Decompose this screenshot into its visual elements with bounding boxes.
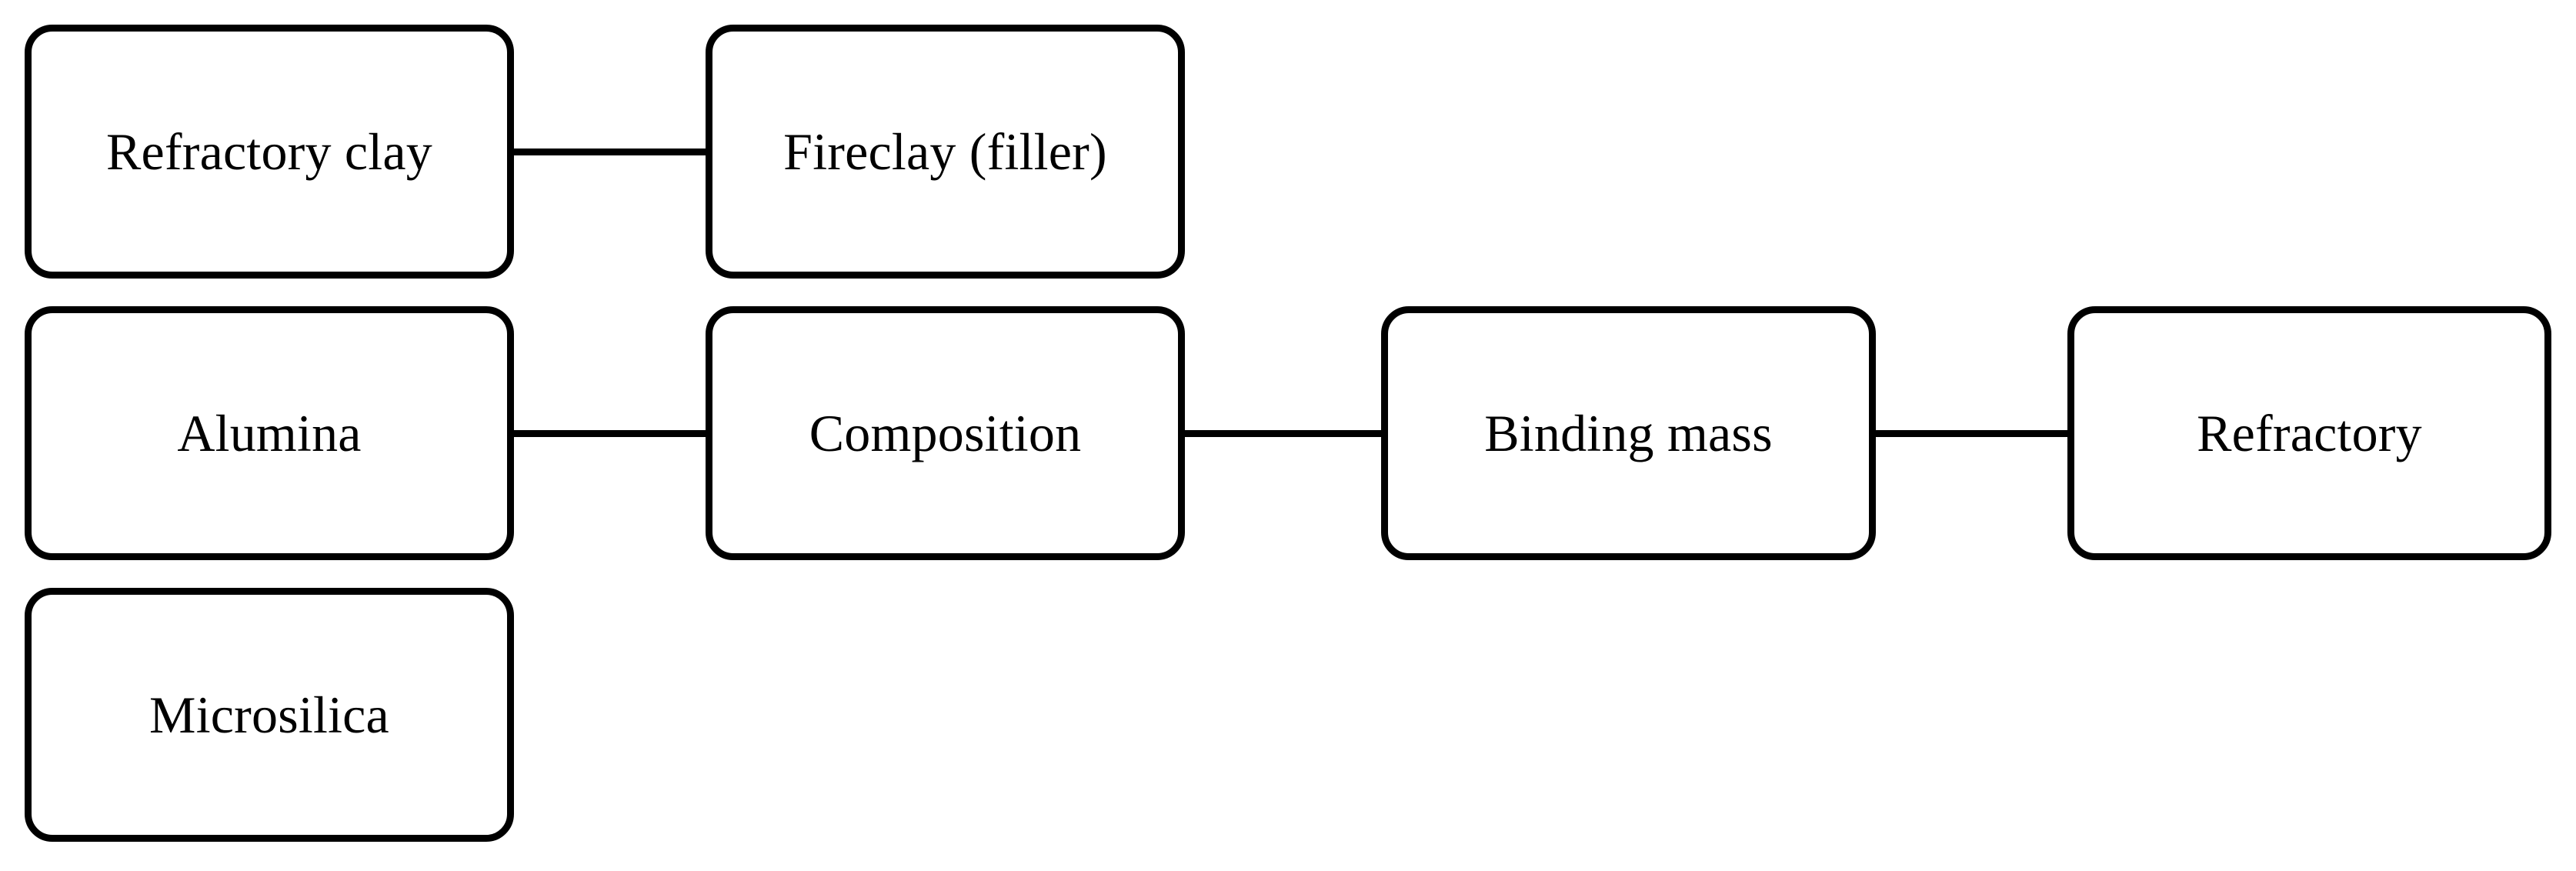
node-refractory-clay[interactable]: Refractory clay (25, 25, 514, 279)
node-fireclay-filler[interactable]: Fireclay (filler) (706, 25, 1185, 279)
node-label-fireclay-filler: Fireclay (filler) (783, 122, 1107, 181)
connector-refractory-clay-to-fireclay (511, 149, 709, 155)
node-binding-mass[interactable]: Binding mass (1381, 306, 1876, 560)
connector-alumina-to-composition (511, 430, 709, 437)
node-refractory[interactable]: Refractory (2067, 306, 2551, 560)
node-composition[interactable]: Composition (706, 306, 1185, 560)
node-label-refractory-clay: Refractory clay (106, 122, 432, 181)
node-label-refractory: Refractory (2197, 404, 2422, 462)
connector-composition-to-binding-mass (1182, 430, 1384, 437)
node-alumina[interactable]: Alumina (25, 306, 514, 560)
node-label-microsilica: Microsilica (149, 686, 389, 744)
node-label-composition: Composition (809, 404, 1082, 462)
node-microsilica[interactable]: Microsilica (25, 588, 514, 842)
connector-binding-mass-to-refractory (1873, 430, 2070, 437)
node-label-binding-mass: Binding mass (1484, 404, 1773, 462)
node-label-alumina: Alumina (177, 404, 362, 462)
